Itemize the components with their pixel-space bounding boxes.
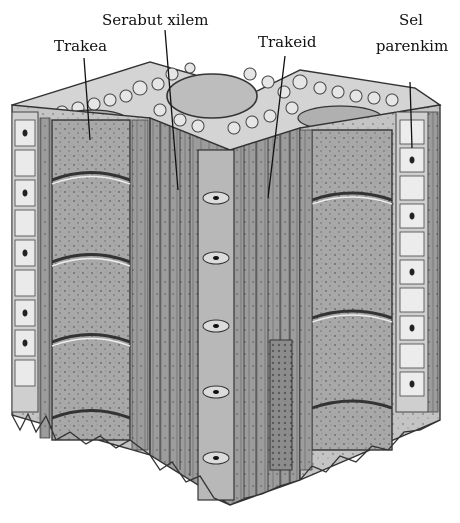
left-block: [12, 105, 150, 455]
center-block: [150, 118, 300, 505]
label-trakea: Trakea: [54, 37, 107, 55]
trachea-vessel: [52, 120, 130, 440]
label-sel-parenkim-line2: parenkim: [372, 37, 452, 55]
right-block: [300, 105, 440, 480]
label-serabut-xilem: Serabut xilem: [102, 11, 208, 29]
label-sel-parenkim-line1: Sel: [396, 11, 426, 29]
tracheae-cross-section: [167, 74, 257, 118]
label-trakeid: Trakeid: [258, 33, 316, 51]
